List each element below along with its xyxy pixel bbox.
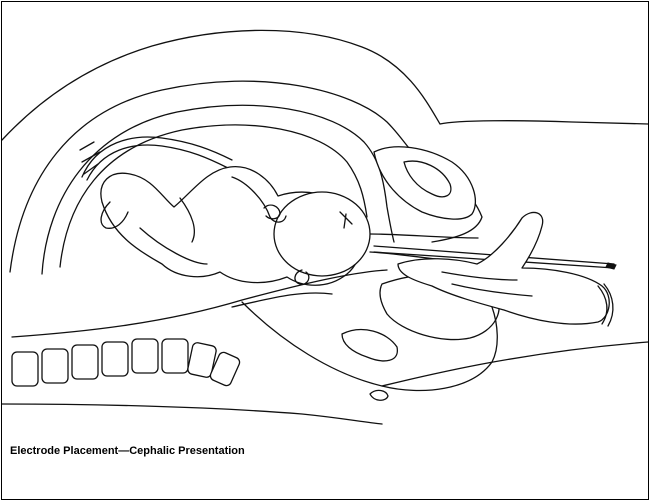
vertebra: [162, 339, 188, 373]
fetus-head: [274, 192, 370, 276]
vertebra: [42, 349, 68, 383]
spine: [12, 339, 241, 387]
maternal-back-outline: [2, 30, 648, 140]
anus-marker: [370, 390, 388, 400]
vertebra: [12, 352, 38, 386]
lower-body-outline: [2, 404, 382, 424]
umbilical-cord-twist: [87, 145, 228, 180]
thigh-outline: [382, 342, 648, 386]
bladder: [374, 147, 475, 219]
umbilical-cord: [82, 137, 232, 177]
posterior-wall-inner: [232, 293, 332, 307]
vertebra: [72, 345, 98, 379]
figure-caption: Electrode Placement—Cephalic Presentatio…: [10, 445, 245, 457]
symphysis-inner: [342, 330, 397, 361]
vertebra: [132, 339, 158, 373]
vertebra: [102, 342, 128, 376]
